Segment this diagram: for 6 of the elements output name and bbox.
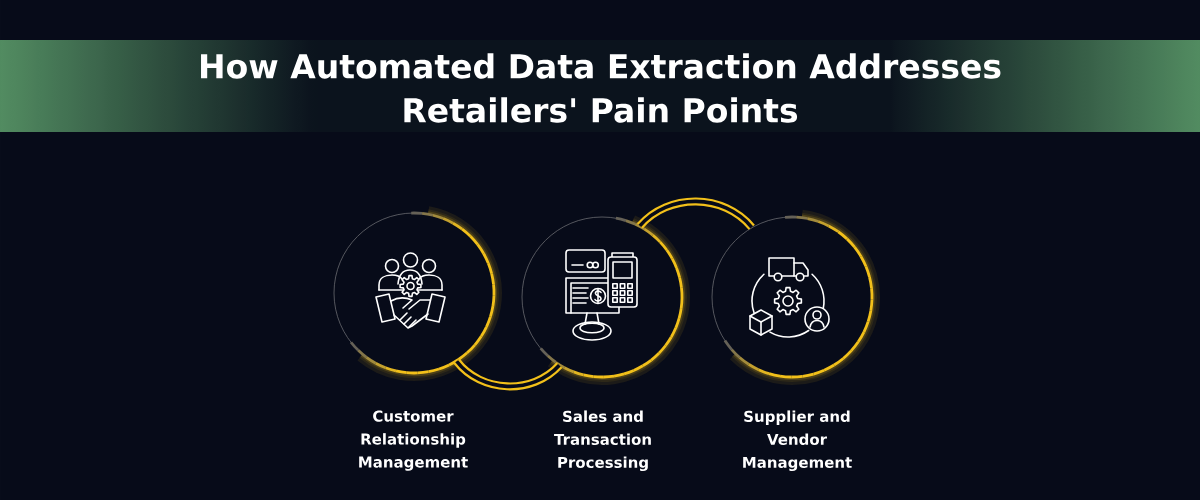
node-label: Sales and Transaction Processing bbox=[554, 410, 651, 472]
connector-arc bbox=[453, 358, 563, 391]
title-banner: How Automated Data Extraction Addresses Retailers' Pain Points bbox=[0, 40, 1200, 132]
node-label: Supplier and Vendor Management bbox=[743, 410, 852, 472]
node-label: Customer Relationship Management bbox=[359, 410, 468, 471]
connector-arc bbox=[636, 197, 755, 231]
